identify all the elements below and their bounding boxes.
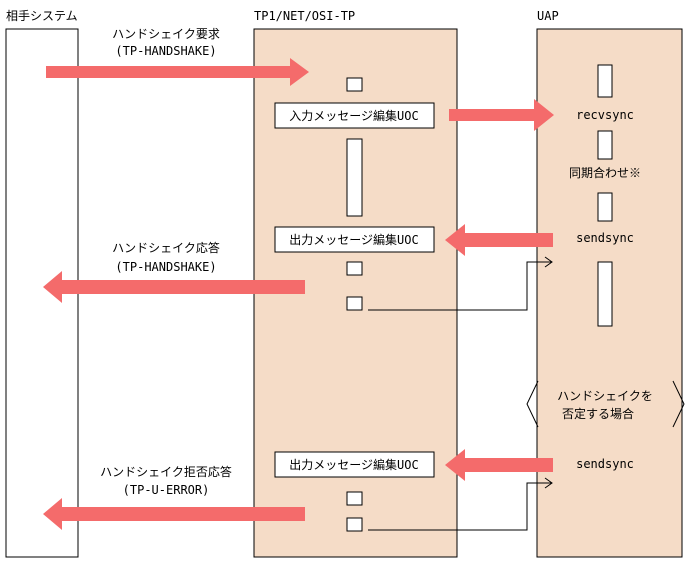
lane-title-partner: 相手システム (6, 9, 78, 23)
arrow-handshake-response (43, 271, 305, 303)
output-uoc-box-1 (274, 226, 435, 253)
arrow-from-uap-send-2 (445, 449, 553, 481)
uap-activation-bar-1 (597, 64, 613, 98)
uap-activation-bar-3 (597, 192, 613, 222)
return-line-1 (368, 261, 552, 311)
uap-sendsync-2: sendsync (576, 457, 634, 471)
arrow-from-uap-send-1 (445, 224, 553, 256)
note-line-1: ハンドシェイクを (557, 389, 653, 403)
arrow-handshake-request (46, 58, 309, 86)
handshake-reject-code: (TP-U-ERROR) (123, 483, 210, 497)
osi-tp-box-5 (346, 517, 363, 532)
handshake-request-code: (TP-HANDSHAKE) (115, 44, 216, 58)
arrow-handshake-reject (43, 498, 305, 530)
output-uoc-label-2: 出力メッセージ編集UOC (289, 457, 418, 472)
lane-title-uap: UAP (537, 9, 559, 23)
osi-tp-box-3 (346, 296, 363, 311)
lane-title-osi-tp: TP1/NET/OSI-TP (254, 9, 355, 23)
uap-recvsync: recvsync (576, 108, 634, 122)
handshake-request-label: ハンドシェイク要求 (112, 27, 220, 41)
uap-activation-bar-4 (597, 261, 613, 327)
input-uoc-label: 入力メッセージ編集UOC (289, 108, 418, 123)
osi-tp-box-2 (346, 261, 363, 276)
osi-tp-activation-bar (346, 138, 363, 217)
uap-activation-bar-2 (597, 130, 613, 160)
handshake-reject-label: ハンドシェイク拒否応答 (100, 464, 232, 479)
osi-tp-activation-box (346, 77, 363, 92)
note-bracket-left (526, 380, 539, 428)
input-uoc-box (274, 102, 435, 129)
return-arrowhead-2 (544, 477, 553, 489)
output-uoc-label-1: 出力メッセージ編集UOC (289, 232, 418, 247)
arrow-to-uap-recv (449, 99, 554, 131)
return-line-2 (368, 482, 552, 531)
handshake-response-code: (TP-HANDSHAKE) (115, 260, 216, 274)
osi-tp-box-4 (346, 491, 363, 506)
note-bracket-right (672, 380, 685, 428)
handshake-response-label: ハンドシェイク応答 (112, 240, 220, 255)
note-line-2: 否定する場合 (562, 406, 634, 421)
return-arrowhead-1 (544, 256, 553, 268)
output-uoc-box-2 (274, 451, 435, 478)
uap-sync-label: 同期合わせ※ (569, 165, 641, 180)
uap-sendsync-1: sendsync (576, 231, 634, 245)
